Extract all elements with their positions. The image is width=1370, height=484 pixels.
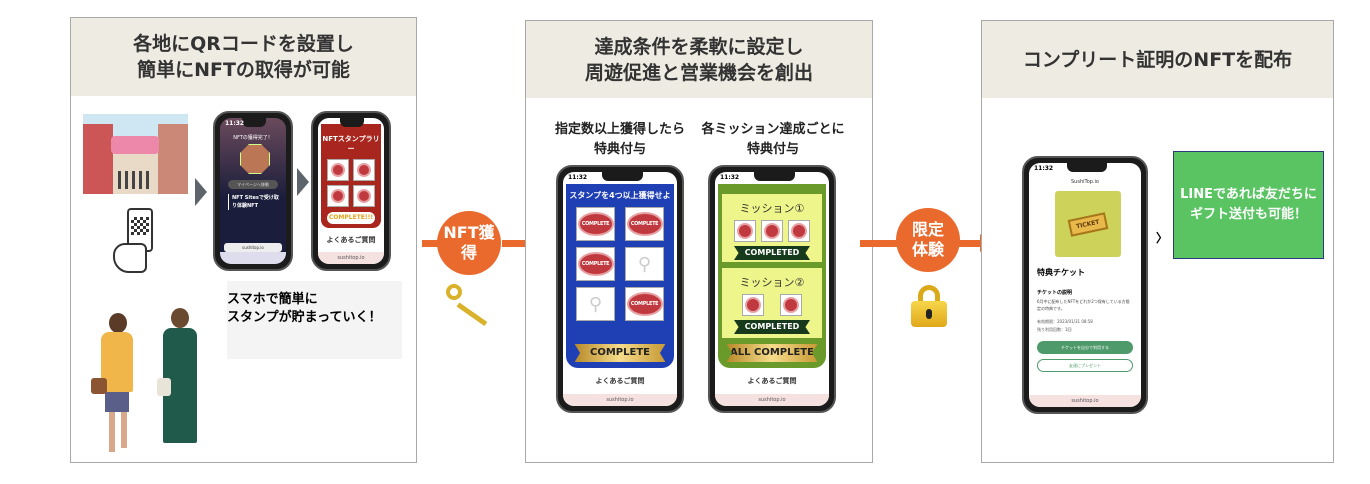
use-ticket-button[interactable]: チケットを自分で利用する xyxy=(1037,341,1133,354)
flow-connector xyxy=(502,240,538,247)
nft-badge-image xyxy=(240,144,270,174)
remaining-uses: 残り利用回数：1回 xyxy=(1037,327,1072,332)
phone-nft-acquired: 11:32 NFTの獲得完了！ マイページへ移動 NFT Sitesで受け取り体… xyxy=(213,111,293,271)
status-time: 11:32 xyxy=(720,174,740,181)
status-time: 11:32 xyxy=(568,174,588,181)
ticket-image: TICKET xyxy=(1055,191,1121,257)
step-limited-experience: 限定体験 xyxy=(896,208,960,272)
stamp-card: スタンプを4つ以上獲得せよ COMPLETE COMPLETE COMPLETE… xyxy=(566,184,674,368)
faq-link[interactable]: よくあるご質問 xyxy=(326,236,376,244)
nft-title: NFT Sitesで受け取り体験NFT xyxy=(228,194,280,210)
complete-banner: COMPLETE!!! xyxy=(327,212,375,224)
phone-mission-condition: 11:32 ミッション① COMPLETED ミッション② xyxy=(708,165,836,413)
stamp-slot[interactable]: COMPLETE xyxy=(625,207,664,241)
footer-url: sushitop.io xyxy=(1029,395,1141,407)
caption-line: スタンプが貯まっていく！ xyxy=(227,310,382,325)
step-label: 得 xyxy=(460,243,477,262)
street-illustration xyxy=(83,114,188,194)
panel-title: コンプリート証明のNFTを配布 xyxy=(1022,48,1293,71)
stamp-slot[interactable]: COMPLETE xyxy=(576,207,615,241)
callout-text: LINEであれば友だちにギフト送付も可能！ xyxy=(1180,187,1317,222)
lock-icon xyxy=(911,285,947,327)
step-nft-acquire: NFT獲得 xyxy=(437,211,501,275)
panel-qr-nft: 各地にQRコードを設置し簡単にNFTの取得が可能 11:32 NFTの獲得完了！… xyxy=(70,17,417,463)
stamp-slot[interactable] xyxy=(327,185,349,207)
flow-connector xyxy=(958,240,982,247)
caption-line: スマホで簡単に xyxy=(227,292,318,307)
stamp-slot-empty[interactable]: ⚲ xyxy=(576,287,615,321)
description-text: 6月中に配布したNFTをどれか2つ保有している方限定の特典です。 xyxy=(1037,299,1130,311)
flow-connector xyxy=(422,240,438,247)
location-pin-icon: ⚲ xyxy=(637,253,652,275)
panel-header: コンプリート証明のNFTを配布 xyxy=(982,21,1333,98)
footer-url: sushitop.io xyxy=(563,394,677,406)
panel-title-line: 達成条件を柔軟に設定し xyxy=(594,35,804,58)
mypage-button[interactable]: マイページへ移動 xyxy=(228,180,278,189)
stamp-rally-title: NFTスタンプラリー xyxy=(322,135,380,153)
description-heading: チケットの説明 xyxy=(1037,290,1073,296)
line-gift-callout: LINEであれば友だちにギフト送付も可能！ xyxy=(1173,151,1324,259)
panel-title-line: 周遊促進と営業機会を創出 xyxy=(584,61,813,84)
all-complete-ribbon: ALL COMPLETE xyxy=(726,344,818,362)
panel-header: 達成条件を柔軟に設定し周遊促進と営業機会を創出 xyxy=(526,21,872,98)
phone-ticket: 11:32 SushiTop.io TICKET 特典チケット チケットの説明 … xyxy=(1022,156,1148,414)
stamp-slot[interactable] xyxy=(761,220,783,242)
footer-url: sushitop.io xyxy=(318,252,384,264)
step-label: 限定 xyxy=(911,220,944,239)
women-illustration xyxy=(91,308,221,458)
completed-ribbon: COMPLETED xyxy=(734,246,810,260)
callout-pointer-icon: 〉 xyxy=(1156,231,1168,245)
stamp-slot[interactable] xyxy=(353,159,375,181)
faq-link[interactable]: よくあるご質問 xyxy=(595,377,645,385)
address-bar[interactable]: sushitop.io xyxy=(224,243,282,252)
condition-label-mission: 各ミッション達成ごとに特典付与 xyxy=(701,122,845,157)
completed-ribbon: COMPLETED xyxy=(734,320,810,334)
stamp-slot-empty[interactable]: ⚲ xyxy=(625,247,664,281)
phone-count-condition: 11:32 スタンプを4つ以上獲得せよ COMPLETE COMPLETE CO… xyxy=(556,165,684,413)
faq-link[interactable]: よくあるご質問 xyxy=(747,377,797,385)
stamp-slot[interactable]: COMPLETE xyxy=(576,247,615,281)
mission-card: ミッション① COMPLETED ミッション② COMPLETED xyxy=(718,184,826,368)
phone-stamp-rally: NFTスタンプラリー COMPLETE!!! よくあるご質問 sushitop.… xyxy=(311,111,391,271)
stamp-slot[interactable] xyxy=(327,159,349,181)
panel-achievement-conditions: 達成条件を柔軟に設定し周遊促進と営業機会を創出 指定数以上獲得したら特典付与 各… xyxy=(525,20,873,463)
stamp-slot[interactable] xyxy=(734,220,756,242)
key-icon xyxy=(446,284,496,327)
nft-heading: NFTの獲得完了！ xyxy=(233,135,273,141)
footer-url: sushitop.io xyxy=(715,394,829,406)
stamp-slot[interactable] xyxy=(780,294,802,316)
stamp-slot[interactable] xyxy=(788,220,810,242)
location-pin-icon: ⚲ xyxy=(588,293,603,315)
flow-connector xyxy=(860,240,898,247)
stamp-card-heading: スタンプを4つ以上獲得せよ xyxy=(569,191,671,200)
step-label: 体験 xyxy=(911,240,944,259)
status-time: 11:32 xyxy=(1034,165,1054,172)
chevron-right-icon xyxy=(297,168,309,196)
panel-title-line: 各地にQRコードを設置し xyxy=(133,33,354,55)
caption-box: スマホで簡単に スタンプが貯まっていく！ xyxy=(227,281,402,359)
step-label: NFT獲 xyxy=(443,223,495,242)
mission-2: ミッション② COMPLETED xyxy=(722,268,822,338)
qr-scan-hand-illustration xyxy=(109,203,169,275)
complete-ribbon: COMPLETE xyxy=(574,344,666,362)
stamp-rally-card: NFTスタンプラリー COMPLETE!!! xyxy=(321,124,381,228)
site-name: SushiTop.io xyxy=(1071,179,1099,185)
stamp-slot[interactable] xyxy=(353,185,375,207)
status-time: 11:32 xyxy=(225,120,245,127)
stamp-slot[interactable]: COMPLETE xyxy=(625,287,664,321)
mission-1: ミッション① COMPLETED xyxy=(722,194,822,262)
stamp-slot[interactable] xyxy=(742,294,764,316)
expiry-date: 有効期限：2023/01/31 08:58 xyxy=(1037,319,1093,324)
condition-label-count: 指定数以上獲得したら特典付与 xyxy=(554,122,685,157)
chevron-right-icon xyxy=(195,178,207,206)
ticket-title: 特典チケット xyxy=(1037,268,1085,277)
panel-title-line: 簡単にNFTの取得が可能 xyxy=(137,59,350,81)
panel-header: 各地にQRコードを設置し簡単にNFTの取得が可能 xyxy=(71,18,416,96)
gift-friend-button[interactable]: 友達にプレゼント xyxy=(1037,359,1133,372)
panel-completion-nft: コンプリート証明のNFTを配布 11:32 SushiTop.io TICKET… xyxy=(981,20,1334,463)
